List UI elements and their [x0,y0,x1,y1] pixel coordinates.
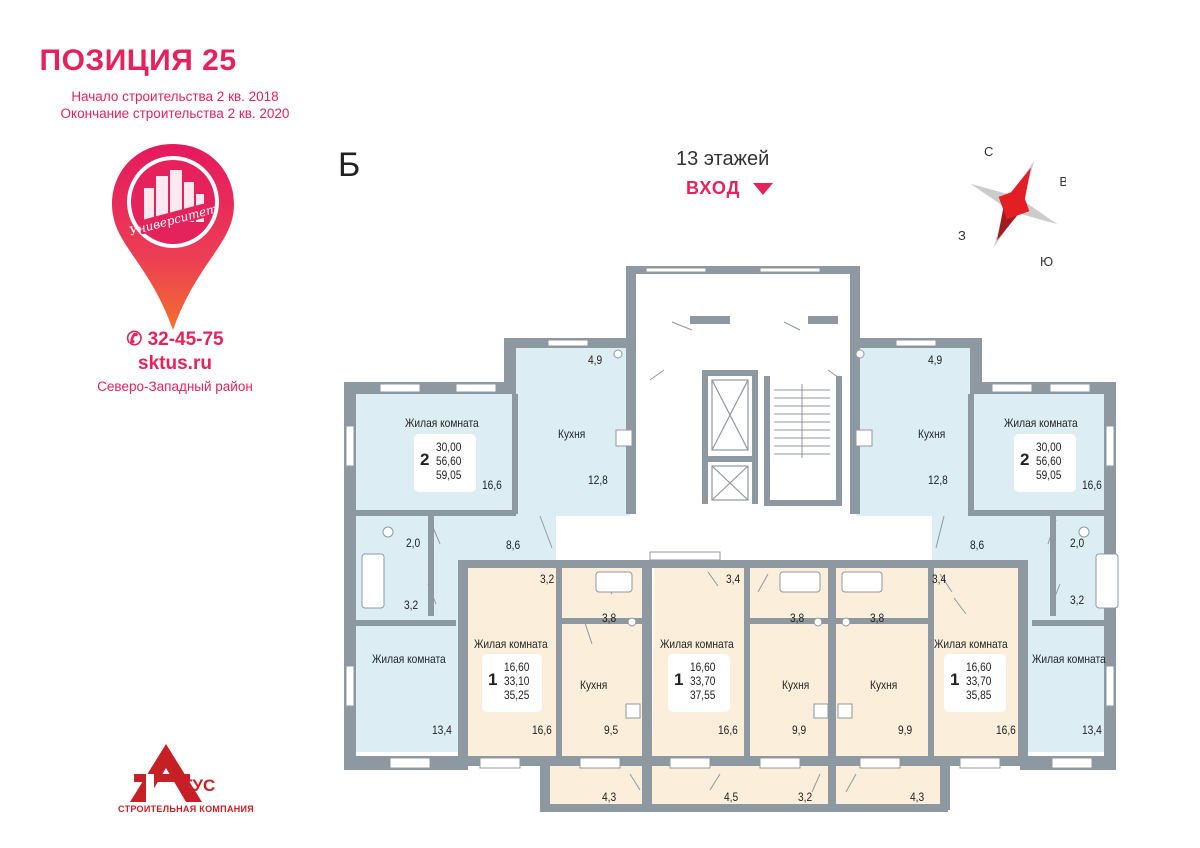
map-pin-icon: Университет [112,144,234,330]
compass-west: З [958,228,966,243]
living-area: 16,60 [504,662,530,674]
room-label-kitchen: Кухня [580,678,608,692]
compass-south: Ю [1040,254,1053,268]
area-with-balcony: 59,05 [1036,470,1062,482]
apartment-card[interactable]: 2 30,00 56,60 59,05 [414,434,476,492]
company-tagline: СТРОИТЕЛЬНАЯ КОМПАНИЯ [118,804,255,814]
apartment-card[interactable]: 2 30,00 56,60 59,05 [1014,434,1076,492]
area-bath: 3,8 [790,611,805,625]
room-label-living: Жилая комната [372,652,446,666]
area-hall: 3,4 [726,572,741,586]
company-logo-icon [130,744,202,802]
apartment-rooms: 2 [1020,450,1030,469]
area-balcony: 4,9 [928,353,943,367]
section-letter: Б [338,146,361,184]
area-living: 13,4 [1082,723,1102,737]
apartment-card[interactable]: 1 16,60 33,70 37,55 [668,654,730,712]
total-area: 56,60 [1036,456,1062,468]
construction-dates: Начало строительства 2 кв. 2018 Окончани… [40,88,310,122]
doors [427,321,1061,793]
construction-end: Окончание строительства 2 кв. 2020 [60,106,290,121]
room-label-kitchen: Кухня [558,427,586,441]
area-living: 16,6 [996,723,1016,737]
stairs [774,384,830,458]
lift-shafts [711,379,749,501]
area-living: 16,6 [482,478,502,492]
website-link[interactable]: sktus.ru [138,353,212,374]
fixtures [361,349,1119,719]
area-living: 16,6 [1082,478,1102,492]
area-bath: 3,8 [870,611,885,625]
living-area: 30,00 [436,442,462,454]
room-label-kitchen: Кухня [782,678,810,692]
room-label-living: Жилая комната [934,637,1008,651]
area-kitchen: 9,9 [792,723,807,737]
room-label-living: Жилая комната [1032,652,1106,666]
area-kitchen: 9,9 [898,723,913,737]
area-bathroom: 2,0 [406,536,421,550]
area-bath: 3,8 [602,611,617,625]
phone-number: 32-45-75 [147,329,224,350]
entry-text: вход [686,178,741,198]
living-area: 30,00 [1036,442,1062,454]
living-area: 16,60 [966,662,992,674]
area-with-balcony: 35,25 [504,690,530,702]
apartment-rooms: 2 [420,450,430,469]
area-bath: 3,2 [1070,593,1085,607]
total-area: 33,10 [504,676,530,688]
area-hall: 3,2 [540,572,555,586]
compass-north: С [984,144,993,159]
area-balcony: 4,5 [724,790,739,804]
room-label-living: Жилая комната [474,637,548,651]
entry-label: вход [686,178,774,199]
room-label-living: Жилая комната [660,637,734,651]
total-area: 56,60 [436,456,462,468]
area-hall: 8,6 [970,538,985,552]
area-kitchen: 12,8 [588,473,608,487]
total-area: 33,70 [690,676,716,688]
area-with-balcony: 37,55 [690,690,716,702]
area-card-backs [414,434,1076,712]
contact-block: ✆ 32-45-75 sktus.ru Северо-Западный райо… [70,328,280,394]
windows [345,267,1115,769]
phone-row[interactable]: ✆ 32-45-75 [70,328,280,351]
floors-count: 13 этажей [676,148,770,170]
area-balcony: 3,2 [798,790,813,804]
total-area: 33,70 [966,676,992,688]
triangle-down-icon [753,183,774,196]
phone-icon: ✆ [126,329,148,350]
room-label-kitchen: Кухня [918,427,946,441]
area-living: 16,6 [532,723,552,737]
apartment-rooms: 1 [488,670,498,689]
room-label-living: Жилая комната [405,416,479,430]
area-balcony: 4,9 [588,353,603,367]
room-label-kitchen: Кухня [870,678,898,692]
district-label: Северо-Западный район [97,379,253,394]
project-title: ПОЗИЦИЯ 25 [39,44,237,77]
area-bathroom: 2,0 [1070,536,1085,550]
area-living: 13,4 [432,723,452,737]
living-area: 16,60 [690,662,716,674]
area-kitchen: 9,5 [604,723,619,737]
construction-start: Начало строительства 2 кв. 2018 [71,89,279,104]
area-hall: 3,4 [932,572,947,586]
apartment-rooms: 1 [950,670,960,689]
room-label-living: Жилая комната [1004,416,1078,430]
area-bath: 3,2 [404,598,419,612]
company-name: ТУС [182,776,216,795]
area-kitchen: 12,8 [928,473,948,487]
area-with-balcony: 35,85 [966,690,992,702]
area-balcony: 4,3 [602,790,617,804]
area-with-balcony: 59,05 [436,470,462,482]
compass-east: В [1059,174,1066,189]
compass-icon: С В Ю З [958,144,1066,268]
area-balcony: 4,3 [910,790,925,804]
apartment-card[interactable]: 1 16,60 33,70 35,85 [944,654,1006,712]
area-hall: 8,6 [506,538,521,552]
area-living: 16,6 [718,723,738,737]
apartment-rooms: 1 [674,670,684,689]
apartment-card[interactable]: 1 16,60 33,10 35,25 [482,654,542,712]
